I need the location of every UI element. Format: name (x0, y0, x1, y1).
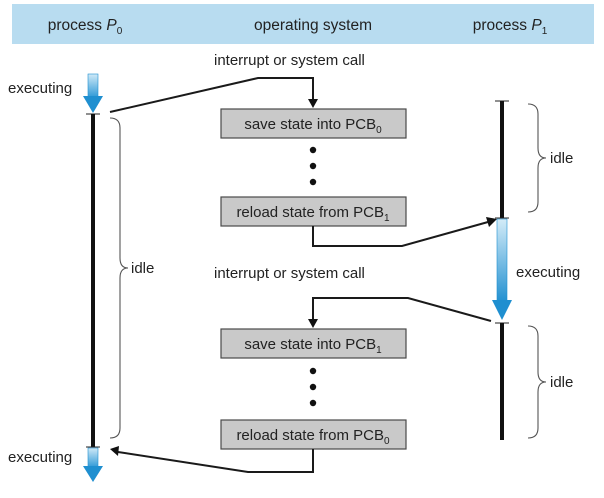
p0-executing-top-arrow (83, 73, 103, 113)
arrow-reload-pcb1-to-p1 (312, 217, 497, 247)
p1-idle-line-top (500, 101, 504, 218)
p1-executing-arrow (492, 218, 512, 320)
idle-brace-right-bottom (527, 325, 547, 439)
header-process-p0: process P0 (48, 17, 123, 37)
p1-idle-line-bottom (500, 323, 504, 440)
label-executing-left-bottom: executing (8, 449, 72, 466)
svg-text:reload state from PCB1: reload state from PCB1 (236, 204, 390, 224)
arrow-reload-pcb0-to-p0 (110, 446, 314, 473)
label-idle-left: idle (131, 260, 154, 277)
label-executing-left-top: executing (8, 80, 72, 97)
header-process-p1: process P1 (473, 17, 548, 37)
idle-brace-left (109, 117, 129, 439)
ellipsis-dots-top (309, 146, 317, 186)
ellipsis-dots-bottom (309, 367, 317, 407)
box-save-state-pcb1: save state into PCB1 (220, 328, 407, 359)
svg-text:save state into PCB1: save state into PCB1 (244, 336, 382, 356)
p0-idle-line (91, 114, 95, 447)
header-operating-system: operating system (254, 17, 372, 34)
header-band (12, 4, 594, 44)
label-idle-right-top: idle (550, 150, 573, 167)
svg-text:save state into PCB0: save state into PCB0 (244, 116, 382, 136)
p0-executing-bottom-arrow (83, 447, 103, 482)
arrow-p1-to-save-pcb1 (308, 297, 492, 328)
idle-brace-right-top (527, 103, 547, 213)
label-interrupt-middle: interrupt or system call (214, 265, 365, 282)
label-executing-right: executing (516, 264, 580, 281)
arrow-p0-to-save-pcb0 (109, 77, 318, 113)
label-idle-right-bottom: idle (550, 374, 573, 391)
box-save-state-pcb0: save state into PCB0 (220, 108, 407, 139)
box-reload-state-pcb1: reload state from PCB1 (220, 196, 407, 227)
label-interrupt-top: interrupt or system call (214, 52, 365, 69)
box-reload-state-pcb0: reload state from PCB0 (220, 419, 407, 450)
svg-text:reload state from PCB0: reload state from PCB0 (236, 427, 390, 447)
